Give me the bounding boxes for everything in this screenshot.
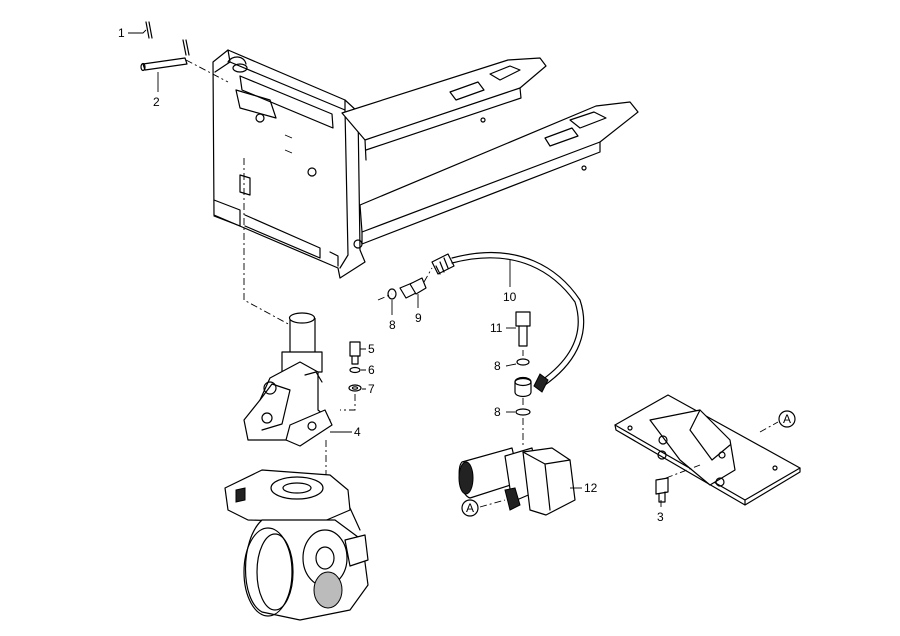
fasteners-5-6-7 bbox=[340, 341, 362, 411]
callout-9: 9 bbox=[415, 311, 422, 325]
bolt-and-washers bbox=[514, 311, 532, 445]
fork-arms bbox=[341, 57, 639, 245]
drive-wheel-assembly bbox=[224, 469, 369, 621]
callout-12: 12 bbox=[584, 481, 598, 495]
reference-markers: A A bbox=[461, 410, 796, 517]
callout-4: 4 bbox=[354, 425, 361, 439]
callout-8-fitting: 8 bbox=[389, 318, 396, 332]
steering-column bbox=[243, 158, 333, 478]
pump-motor bbox=[458, 447, 576, 516]
callout-5: 5 bbox=[368, 342, 375, 356]
hose-and-fittings bbox=[377, 252, 585, 393]
chassis-frame bbox=[212, 49, 366, 279]
callout-1: 1 bbox=[118, 26, 125, 40]
mounting-plate bbox=[614, 394, 801, 506]
leader-lines bbox=[128, 29, 662, 507]
reference-a-pump: A bbox=[466, 501, 474, 515]
reference-a-plate: A bbox=[783, 412, 791, 426]
callout-8-washer-upper: 8 bbox=[494, 359, 501, 373]
callout-10: 10 bbox=[503, 290, 517, 304]
callout-labels: 1 2 3 4 5 6 7 8 9 10 11 8 8 12 bbox=[118, 26, 664, 524]
callout-3: 3 bbox=[657, 510, 664, 524]
callout-8-washer-lower: 8 bbox=[494, 405, 501, 419]
pins-and-shaft bbox=[140, 21, 229, 83]
callout-7: 7 bbox=[368, 382, 375, 396]
callout-2: 2 bbox=[153, 95, 160, 109]
callout-11: 11 bbox=[490, 321, 503, 335]
callout-6: 6 bbox=[368, 363, 375, 377]
